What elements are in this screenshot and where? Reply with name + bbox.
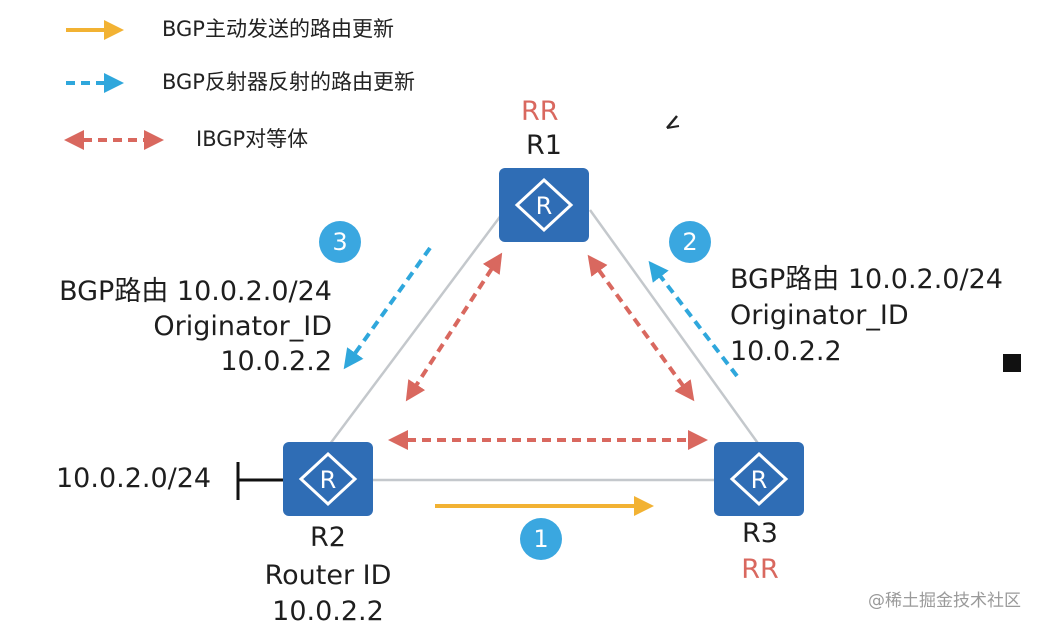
- reflect-arrow-r1-r2: [343, 246, 432, 370]
- left-annotation-line3: 10.0.2.2: [220, 346, 332, 377]
- step-badge-1: 1: [520, 518, 562, 560]
- router-r3[interactable]: R: [714, 442, 804, 516]
- right-annotation-line3: 10.0.2.2: [730, 336, 842, 367]
- router-r2-icon: R: [298, 451, 358, 507]
- step-badge-3: 3: [319, 221, 361, 263]
- r1-role-label: RR: [521, 96, 559, 127]
- step-badge-2: 2: [669, 221, 711, 263]
- router-r2[interactable]: R: [283, 442, 373, 516]
- router-r1[interactable]: R: [499, 168, 589, 242]
- legend-label-reflect: BGP反射器反射的路由更新: [162, 70, 415, 94]
- svg-text:R: R: [320, 466, 337, 494]
- r2-router-id-label: Router ID: [264, 560, 392, 591]
- reflect-arrow-r3-r1: [648, 260, 739, 378]
- right-annotation-line1: BGP路由 10.0.2.0/24: [730, 264, 1003, 295]
- network-prefix-label: 10.0.2.0/24: [56, 463, 212, 494]
- r2-name-label: R2: [310, 522, 346, 553]
- legend-label-update: BGP主动发送的路由更新: [162, 17, 394, 41]
- svg-text:R: R: [536, 192, 553, 220]
- r3-name-label: R3: [742, 518, 778, 549]
- legend-label-ibgp: IBGP对等体: [196, 127, 309, 151]
- router-r3-icon: R: [729, 451, 789, 507]
- svg-text:R: R: [751, 466, 768, 494]
- r1-name-label: R1: [526, 130, 562, 161]
- right-annotation-line2: Originator_ID: [730, 300, 909, 331]
- r2-router-id-value: 10.0.2.2: [272, 596, 384, 627]
- watermark-text: @稀土掘金技术社区: [868, 591, 1021, 611]
- router-r1-icon: R: [514, 177, 574, 233]
- r3-role-label: RR: [741, 554, 779, 585]
- left-annotation-line1: BGP路由 10.0.2.0/24: [59, 276, 332, 307]
- pen-cursor-icon: [666, 115, 680, 129]
- ibgp-r1-r2: [405, 252, 503, 402]
- left-annotation-line2: Originator_ID: [153, 311, 332, 342]
- black-square-icon: [1003, 354, 1021, 372]
